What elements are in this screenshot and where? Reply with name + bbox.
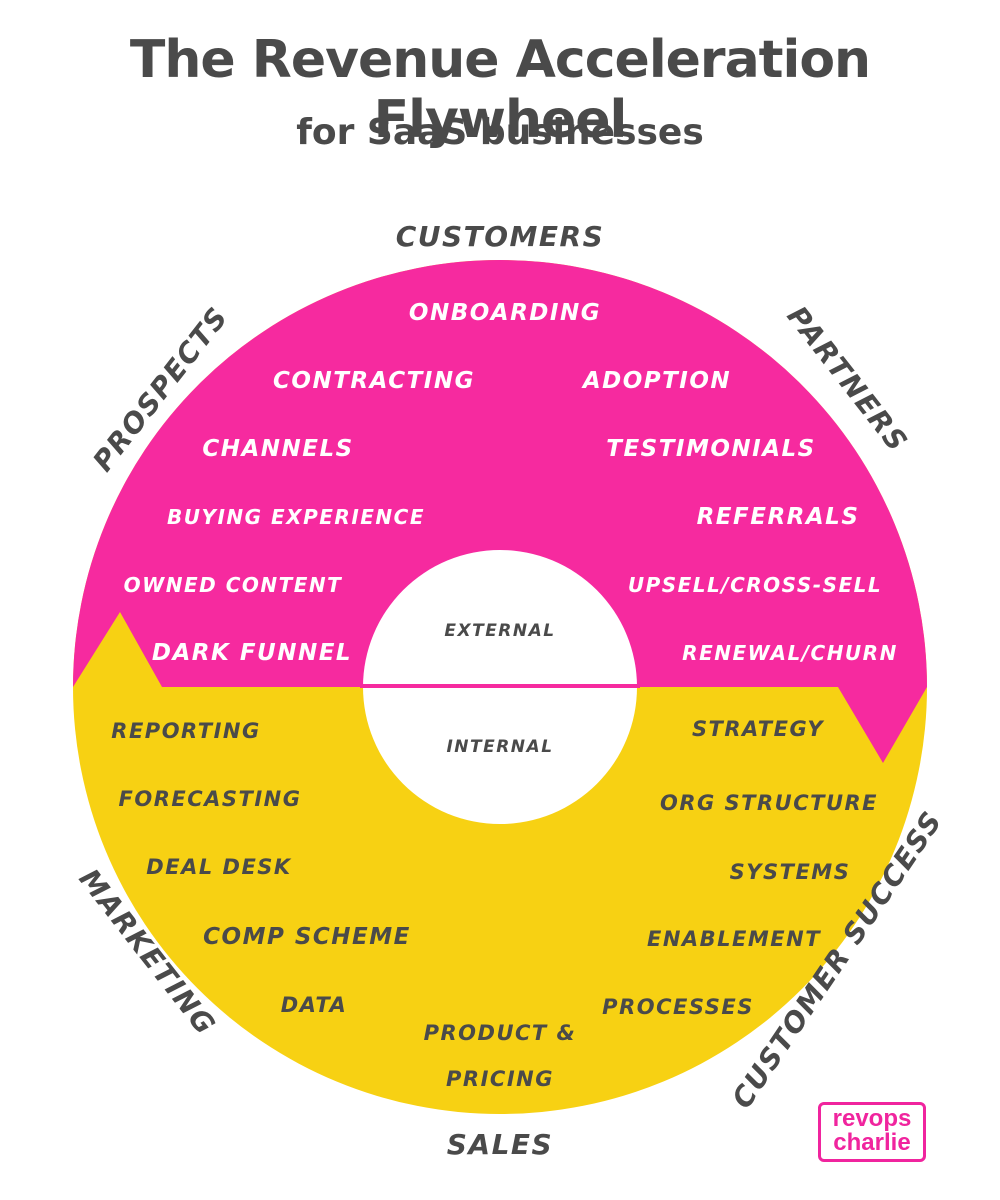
- logo-line-1: revops: [832, 1105, 912, 1132]
- item-enablement: enablement: [647, 927, 821, 951]
- center-internal-label: Internal: [446, 737, 553, 757]
- item-referrals: Referrals: [697, 504, 860, 530]
- item-processes: processes: [602, 995, 754, 1019]
- item-data: data: [281, 993, 348, 1017]
- item-reporting: reporting: [111, 719, 260, 743]
- revops-charlie-logo: revops charlie: [818, 1102, 926, 1162]
- external-half: [73, 260, 927, 763]
- outer-label-sales: Sales: [447, 1128, 553, 1161]
- item-product-pricing-line2: Pricing: [446, 1067, 554, 1091]
- item-forecasting: forecasting: [119, 787, 302, 811]
- page-title: The Revenue Acceleration Flywheel: [129, 30, 871, 150]
- outer-label-customers: Customers: [396, 220, 605, 253]
- item-strategy: strategy: [692, 717, 824, 741]
- logo-line-2: charlie: [833, 1129, 911, 1156]
- item-channels: Channels: [202, 436, 353, 462]
- item-contracting: Contracting: [273, 368, 475, 394]
- item-dark-funnel: Dark Funnel: [152, 640, 352, 666]
- item-deal-desk: deal desk: [146, 855, 292, 879]
- item-comp-scheme: Comp Scheme: [203, 924, 411, 950]
- item-product-pricing-line1: product &: [424, 1021, 577, 1045]
- item-systems: systems: [730, 860, 851, 884]
- item-testimonials: Testimonials: [606, 436, 815, 462]
- item-upsell-cross-sell: Upsell/Cross-Sell: [628, 573, 882, 597]
- item-adoption: Adoption: [581, 368, 731, 394]
- page-subtitle: for SaaS businesses: [296, 112, 704, 153]
- item-buying-experience: Buying experience: [167, 505, 425, 529]
- item-owned-content: owned Content: [124, 573, 343, 597]
- item-renewal-churn: renewal/churn: [682, 641, 898, 665]
- item-onboarding: Onboarding: [409, 300, 601, 326]
- center-external-label: External: [444, 621, 555, 641]
- item-org-structure: org Structure: [660, 791, 878, 815]
